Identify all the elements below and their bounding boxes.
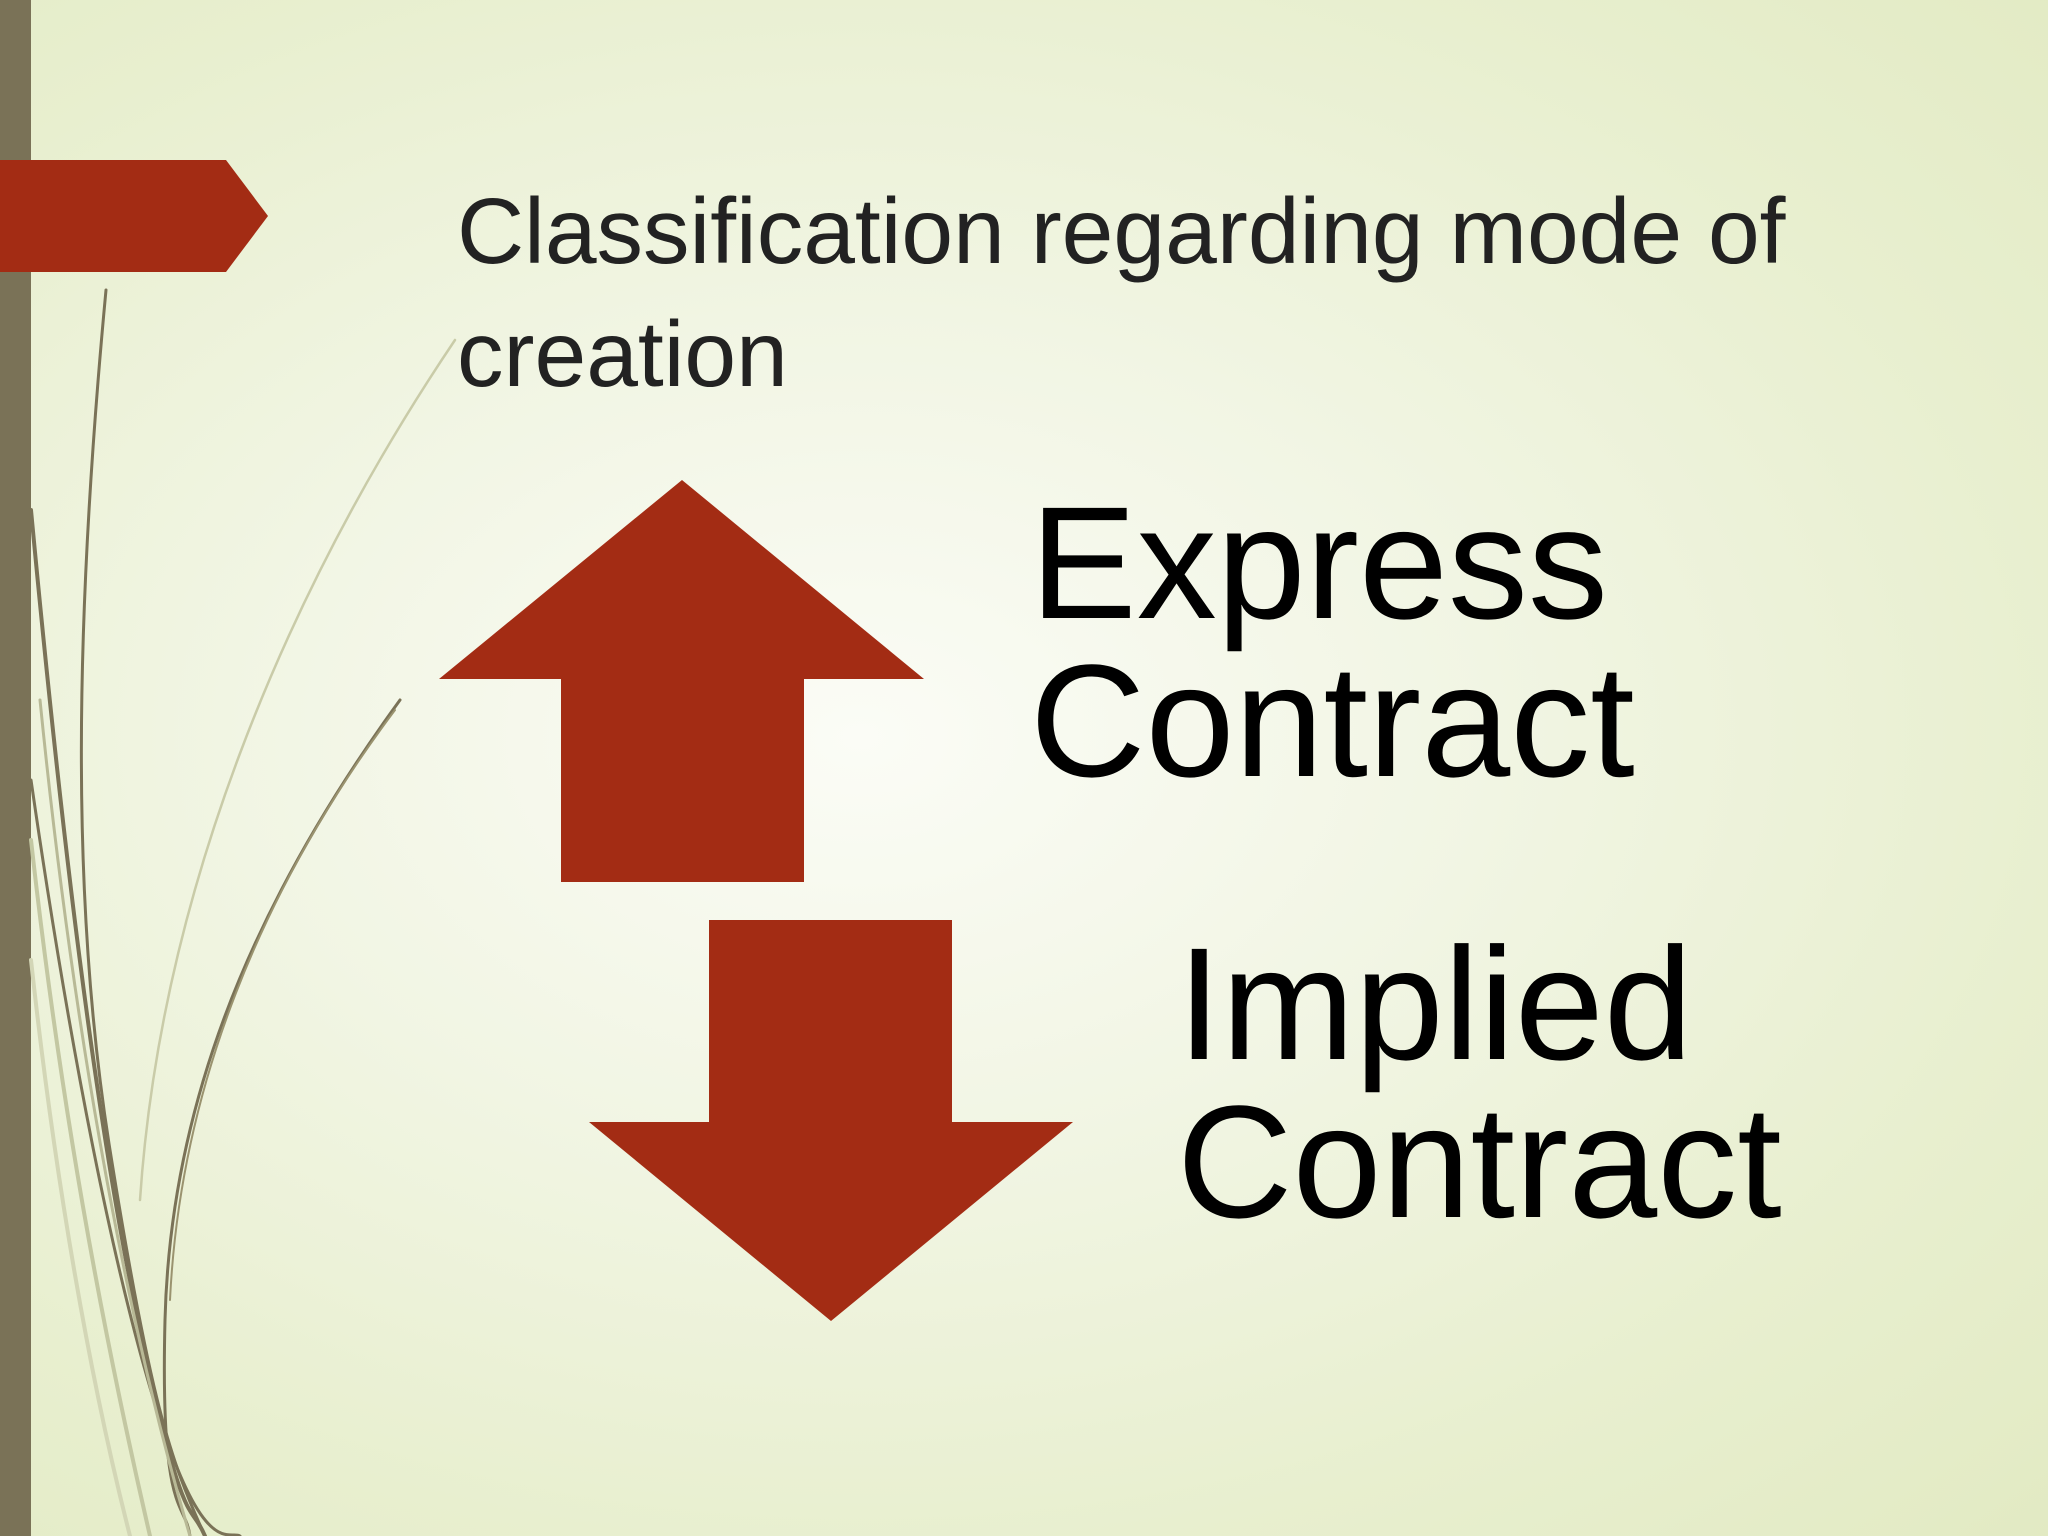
title-marker-tab [0,160,268,272]
down-arrow-icon [589,920,1073,1321]
implied-contract-line1: Implied [1177,914,1693,1093]
implied-contract-label: Implied Contract [1177,914,1782,1251]
express-contract-line1: Express [1030,473,1608,652]
up-arrow-icon [439,480,924,882]
express-contract-line2: Contract [1030,631,1635,810]
grass-decoration [29,288,457,1536]
express-contract-label: Express Contract [1030,473,1635,810]
implied-contract-line2: Contract [1177,1072,1782,1251]
slide-title: Classification regarding mode of creatio… [457,179,1786,406]
